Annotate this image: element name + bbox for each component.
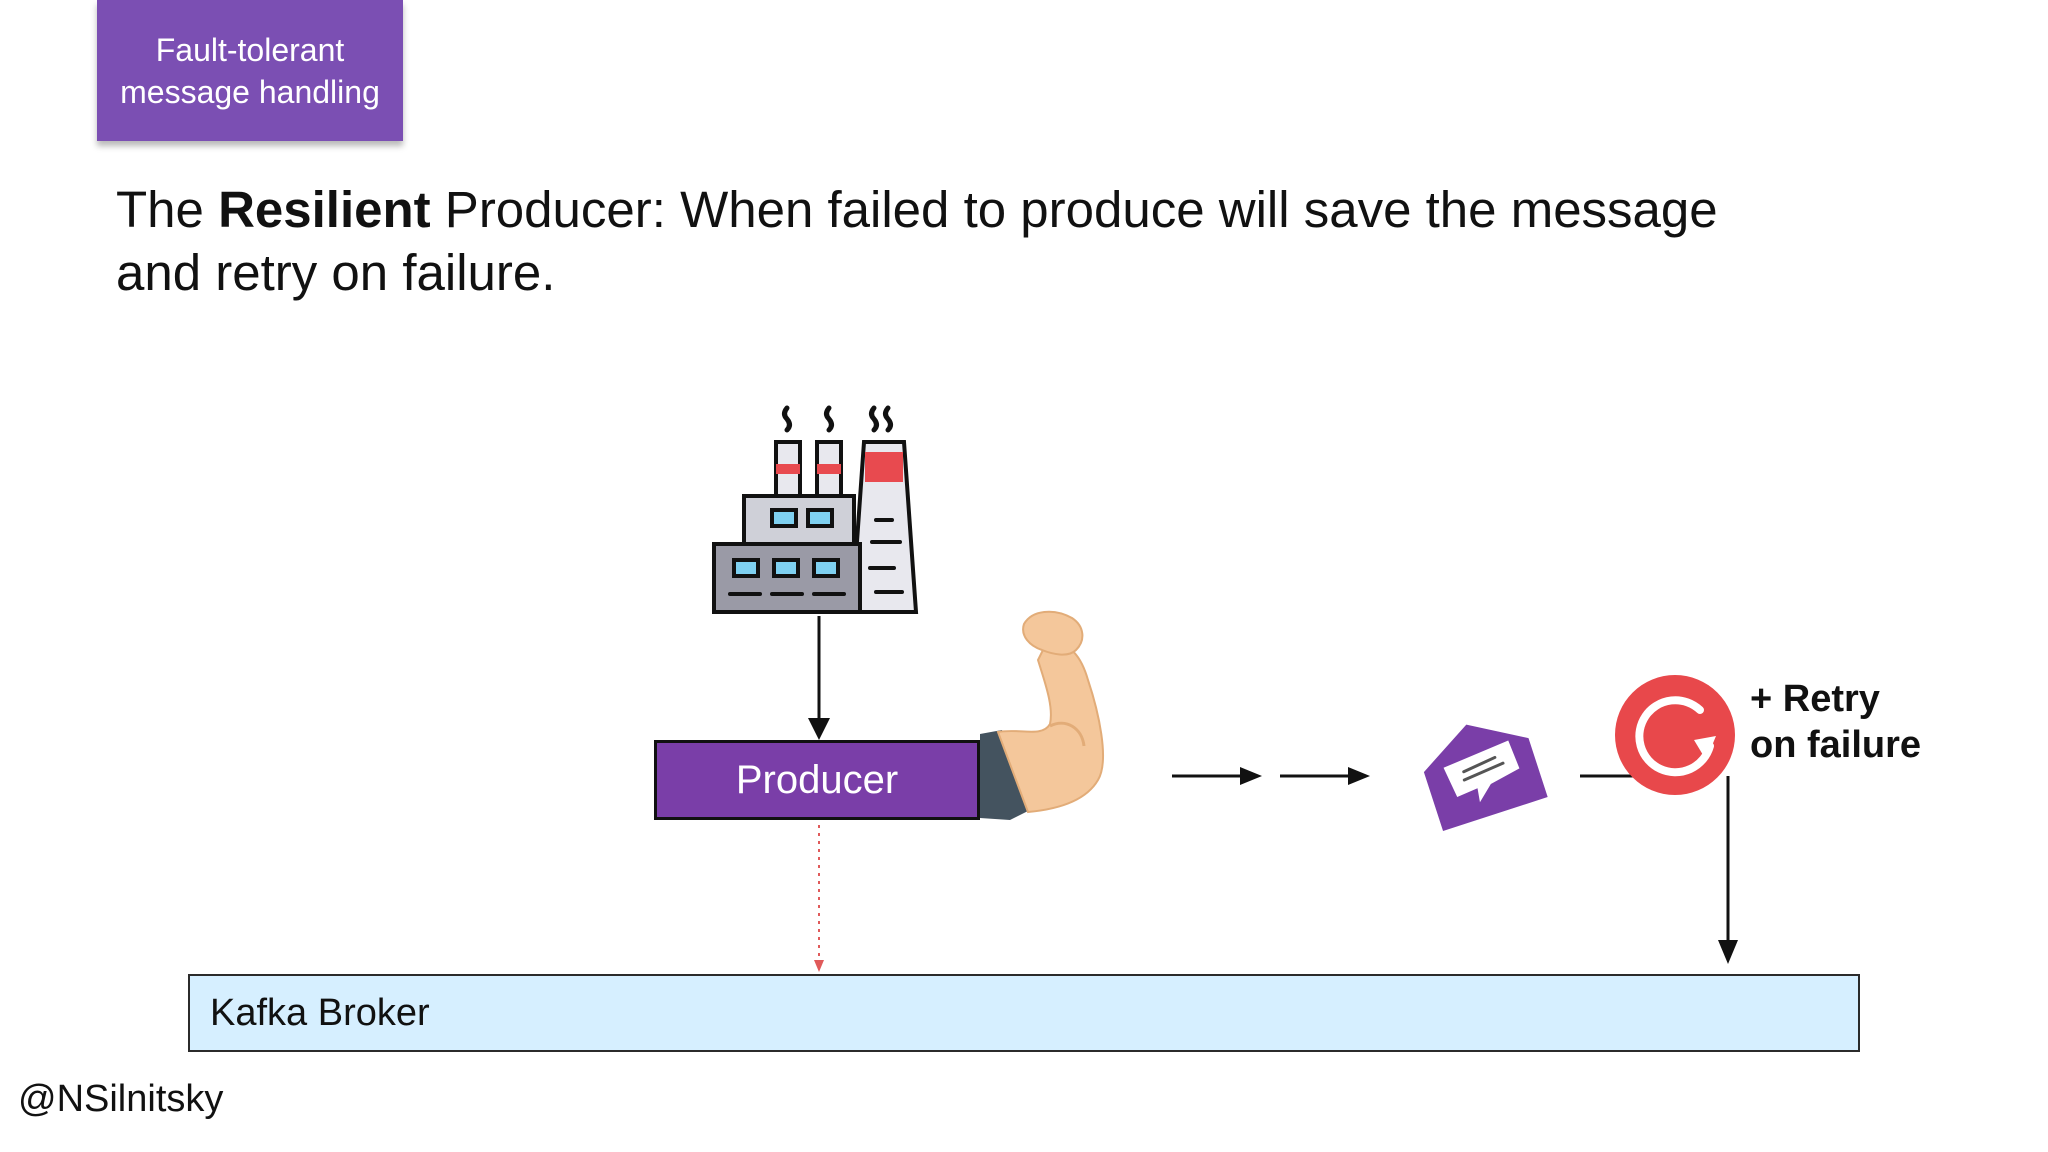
headline-prefix: The xyxy=(116,181,219,238)
factory-icon xyxy=(712,405,919,614)
section-tag: Fault-tolerant message handling xyxy=(97,0,403,141)
section-tag-line2: message handling xyxy=(120,73,380,110)
headline-line1-rest: Producer: When failed to produce will sa… xyxy=(430,181,1718,238)
flexed-arm-icon xyxy=(980,610,1104,820)
message-envelope-icon xyxy=(1423,724,1548,832)
headline: The Resilient Producer: When failed to p… xyxy=(116,178,1916,304)
retry-icon xyxy=(1615,675,1735,795)
save-message-arrow-1 xyxy=(1172,767,1262,785)
author-handle: @NSilnitsky xyxy=(18,1078,224,1120)
headline-line2: and retry on failure. xyxy=(116,244,556,301)
retry-to-broker-arrow xyxy=(1718,776,1738,964)
headline-bold: Resilient xyxy=(218,181,431,238)
broker-label: Kafka Broker xyxy=(210,991,430,1034)
retry-label-line2: on failure xyxy=(1750,724,1922,766)
save-message-arrow-2 xyxy=(1280,767,1370,785)
kafka-broker-node: Kafka Broker xyxy=(188,974,1860,1052)
failed-produce-arrow xyxy=(814,825,824,972)
factory-to-producer-arrow xyxy=(808,616,830,740)
producer-label: Producer xyxy=(735,757,899,802)
producer-node: Producer xyxy=(654,740,980,820)
retry-label-line1: + Retry xyxy=(1750,678,1880,720)
section-tag-line1: Fault-tolerant xyxy=(155,31,345,68)
retry-label: + Retry on failure xyxy=(1750,676,1921,768)
